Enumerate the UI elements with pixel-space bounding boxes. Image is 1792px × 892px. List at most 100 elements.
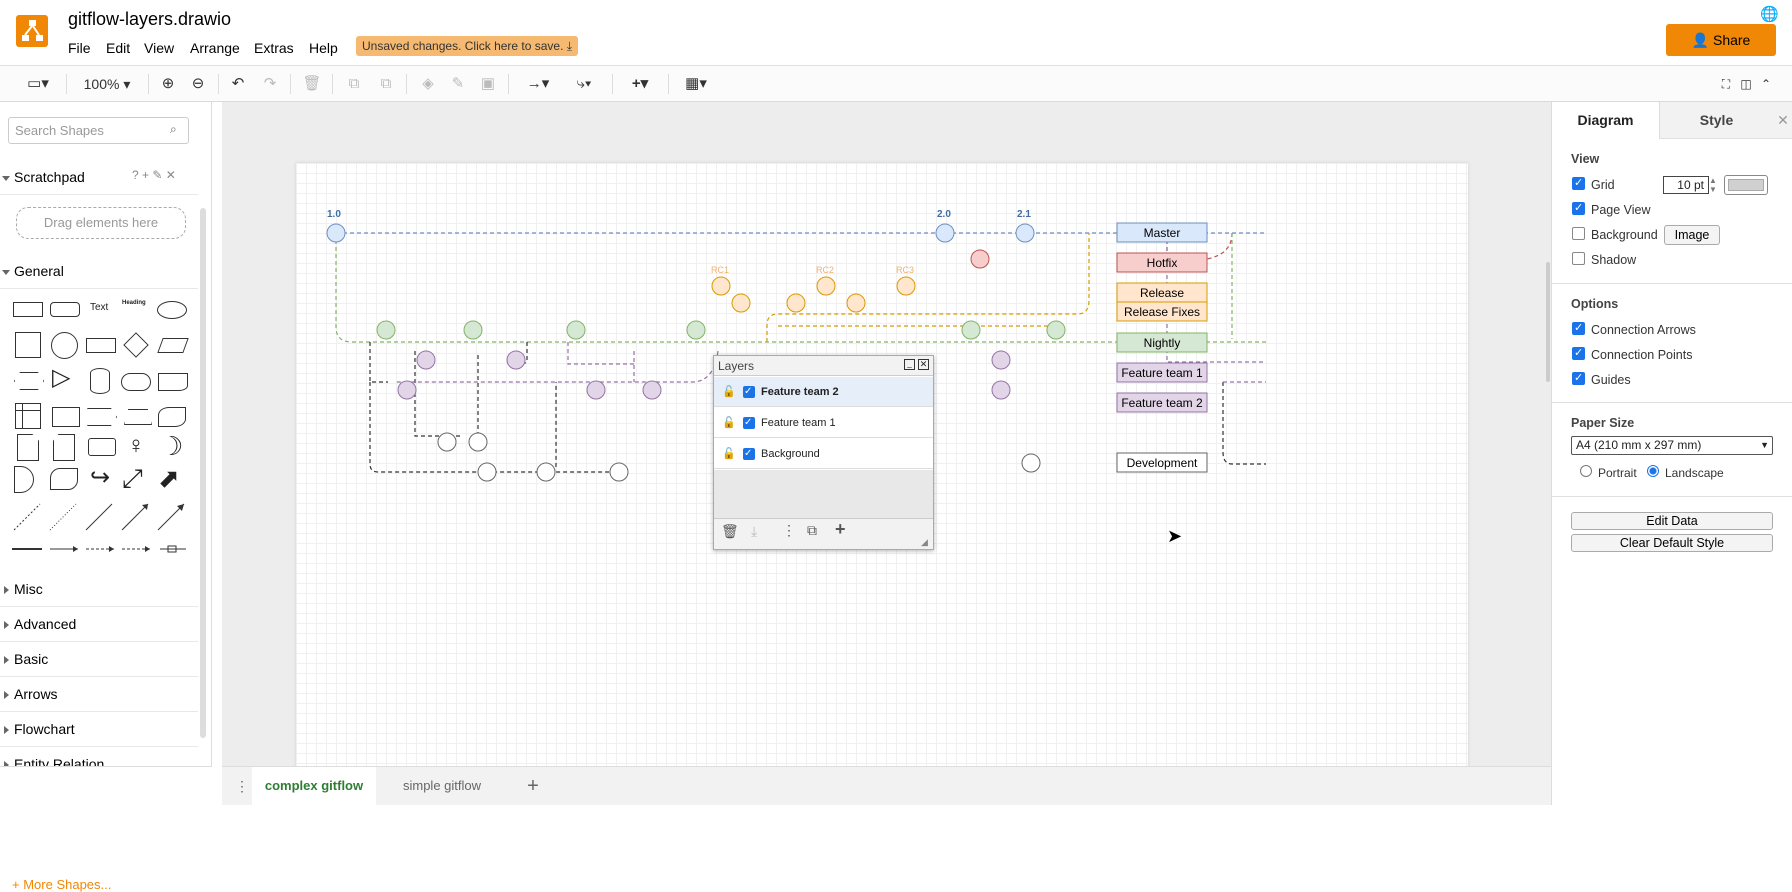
add-page-icon[interactable]: + [520, 767, 546, 805]
connector-lines-row[interactable] [10, 542, 190, 556]
layer-row[interactable]: 🔓 Feature team 2 [714, 377, 933, 407]
callout-shape[interactable] [88, 438, 116, 456]
more-options-icon[interactable]: ⋮ [782, 522, 796, 539]
bidirectional-arrow-shape[interactable]: ⤢ [122, 464, 143, 492]
page-view-checkbox[interactable] [1572, 202, 1585, 215]
clear-default-style-button[interactable]: Clear Default Style [1571, 534, 1773, 552]
circle-shape[interactable] [51, 332, 78, 359]
waypoints-icon[interactable]: ⤷▾ [566, 74, 602, 94]
connection-icon[interactable]: →▾ [520, 74, 556, 94]
layer-visible-checkbox[interactable] [743, 417, 755, 429]
advanced-section[interactable]: Advanced [0, 607, 198, 642]
grid-color-button[interactable] [1724, 175, 1768, 195]
misc-section[interactable]: Misc [0, 572, 198, 607]
or-shape[interactable]: ☽ [160, 432, 183, 460]
move-selection-icon[interactable]: ⤓ [751, 523, 757, 540]
card-shape[interactable] [53, 434, 75, 461]
arrows-section[interactable]: Arrows [0, 677, 198, 712]
delete-layer-icon[interactable]: 🗑 [721, 523, 739, 540]
fullscreen-icon[interactable]: ⛶ [1718, 74, 1734, 94]
connection-arrows-checkbox[interactable] [1572, 322, 1585, 335]
process-shape[interactable] [86, 338, 116, 353]
tab-style[interactable]: Style [1659, 102, 1773, 138]
to-front-icon[interactable]: ⧉ [344, 74, 364, 94]
paper-size-select[interactable]: A4 (210 mm x 297 mm)▼ [1571, 436, 1773, 455]
layer-row[interactable]: 🔓 Feature team 1 [714, 408, 933, 438]
text-shape[interactable]: Text [90, 302, 108, 313]
parallelogram-shape[interactable] [157, 338, 188, 353]
connector-shapes-row[interactable] [10, 500, 190, 534]
rounded-rectangle-shape[interactable] [50, 302, 80, 317]
resize-handle-icon[interactable]: ◢ [921, 537, 928, 548]
tab-simple-gitflow[interactable]: simple gitflow [382, 767, 502, 805]
square-shape[interactable] [15, 332, 41, 358]
data-storage-shape[interactable] [50, 468, 78, 490]
general-section[interactable]: General [0, 254, 198, 289]
format-panel-icon[interactable]: ◫ [1738, 74, 1754, 94]
sidebar-scrollbar[interactable] [200, 208, 206, 738]
layer-row[interactable]: 🔓 Background [714, 439, 933, 469]
minimize-icon[interactable]: _ [904, 359, 915, 370]
note-shape[interactable] [17, 434, 39, 461]
zoom-select[interactable]: 100% ▾ [78, 74, 136, 94]
scratchpad-actions-icon[interactable]: ? + ✎ ✕ [132, 168, 176, 182]
cylinder-shape[interactable] [90, 368, 110, 394]
rectangle-shape[interactable] [13, 302, 43, 317]
search-icon[interactable]: ⌕ [170, 122, 177, 137]
undo-icon[interactable]: ↶ [228, 74, 248, 94]
close-icon[interactable]: ✕ [918, 359, 929, 370]
layers-dialog[interactable]: Layers _ ✕ 🔓 Feature team 2 🔓 Feature te… [713, 355, 934, 550]
pages-menu-icon[interactable]: ⋮ [232, 767, 252, 805]
cloud-shape[interactable] [121, 373, 151, 391]
scratchpad-dropzone[interactable]: Drag elements here [16, 207, 186, 239]
share-button[interactable]: 👤 Share [1666, 24, 1776, 56]
background-image-button[interactable]: Image [1664, 225, 1720, 245]
guides-checkbox[interactable] [1572, 372, 1585, 385]
portrait-radio[interactable] [1580, 465, 1592, 477]
shadow-checkbox[interactable] [1572, 252, 1585, 265]
and-shape[interactable] [14, 466, 34, 493]
layers-title[interactable]: Layers [714, 356, 933, 376]
search-shapes-input[interactable]: Search Shapes [8, 117, 189, 144]
shadow-icon[interactable]: ▣ [478, 74, 498, 94]
diamond-shape[interactable] [123, 332, 148, 357]
duplicate-layer-icon[interactable]: ⧉ [807, 522, 817, 539]
view-panels-icon[interactable]: ▭▾ [20, 74, 56, 94]
basic-section[interactable]: Basic [0, 642, 198, 677]
lock-icon[interactable]: 🔓 [722, 377, 736, 407]
layer-visible-checkbox[interactable] [743, 386, 755, 398]
fill-color-icon[interactable]: ◈ [418, 74, 438, 94]
flowchart-section[interactable]: Flowchart [0, 712, 198, 747]
connection-points-checkbox[interactable] [1572, 347, 1585, 360]
to-back-icon[interactable]: ⧉ [376, 74, 396, 94]
step-shape[interactable] [87, 408, 117, 426]
actor-shape[interactable]: ♀ [127, 432, 145, 460]
background-checkbox[interactable] [1572, 227, 1585, 240]
cube-shape[interactable] [52, 407, 80, 427]
tab-complex-gitflow[interactable]: complex gitflow [252, 767, 376, 805]
edit-data-button[interactable]: Edit Data [1571, 512, 1773, 530]
ellipse-shape[interactable] [157, 301, 187, 319]
lock-icon[interactable]: 🔓 [722, 408, 736, 438]
insert-icon[interactable]: +▾ [622, 74, 658, 94]
internal-storage-shape[interactable] [15, 403, 41, 429]
hexagon-shape[interactable] [14, 372, 44, 390]
trapezoid-shape[interactable] [124, 409, 152, 425]
menu-extras[interactable]: Extras [254, 40, 294, 56]
language-globe-icon[interactable]: 🌐 [1760, 5, 1779, 23]
collapse-icon[interactable]: ⌃ [1758, 74, 1774, 94]
menu-view[interactable]: View [144, 40, 174, 56]
delete-icon[interactable]: 🗑 [302, 74, 322, 94]
line-color-icon[interactable]: ✎ [448, 74, 468, 94]
landscape-radio[interactable] [1647, 465, 1659, 477]
table-icon[interactable]: ▦▾ [678, 74, 714, 94]
textbox-shape[interactable]: Heading [122, 300, 146, 306]
redo-icon[interactable]: ↷ [260, 74, 280, 94]
menu-arrange[interactable]: Arrange [190, 40, 240, 56]
tab-diagram[interactable]: Diagram [1552, 102, 1659, 138]
tape-shape[interactable] [158, 407, 186, 427]
entity-relation-section[interactable]: Entity Relation [0, 747, 198, 767]
menu-edit[interactable]: Edit [106, 40, 130, 56]
close-panel-icon[interactable]: ✕ [1773, 102, 1792, 138]
grid-size-input[interactable]: 10 pt [1663, 176, 1709, 194]
